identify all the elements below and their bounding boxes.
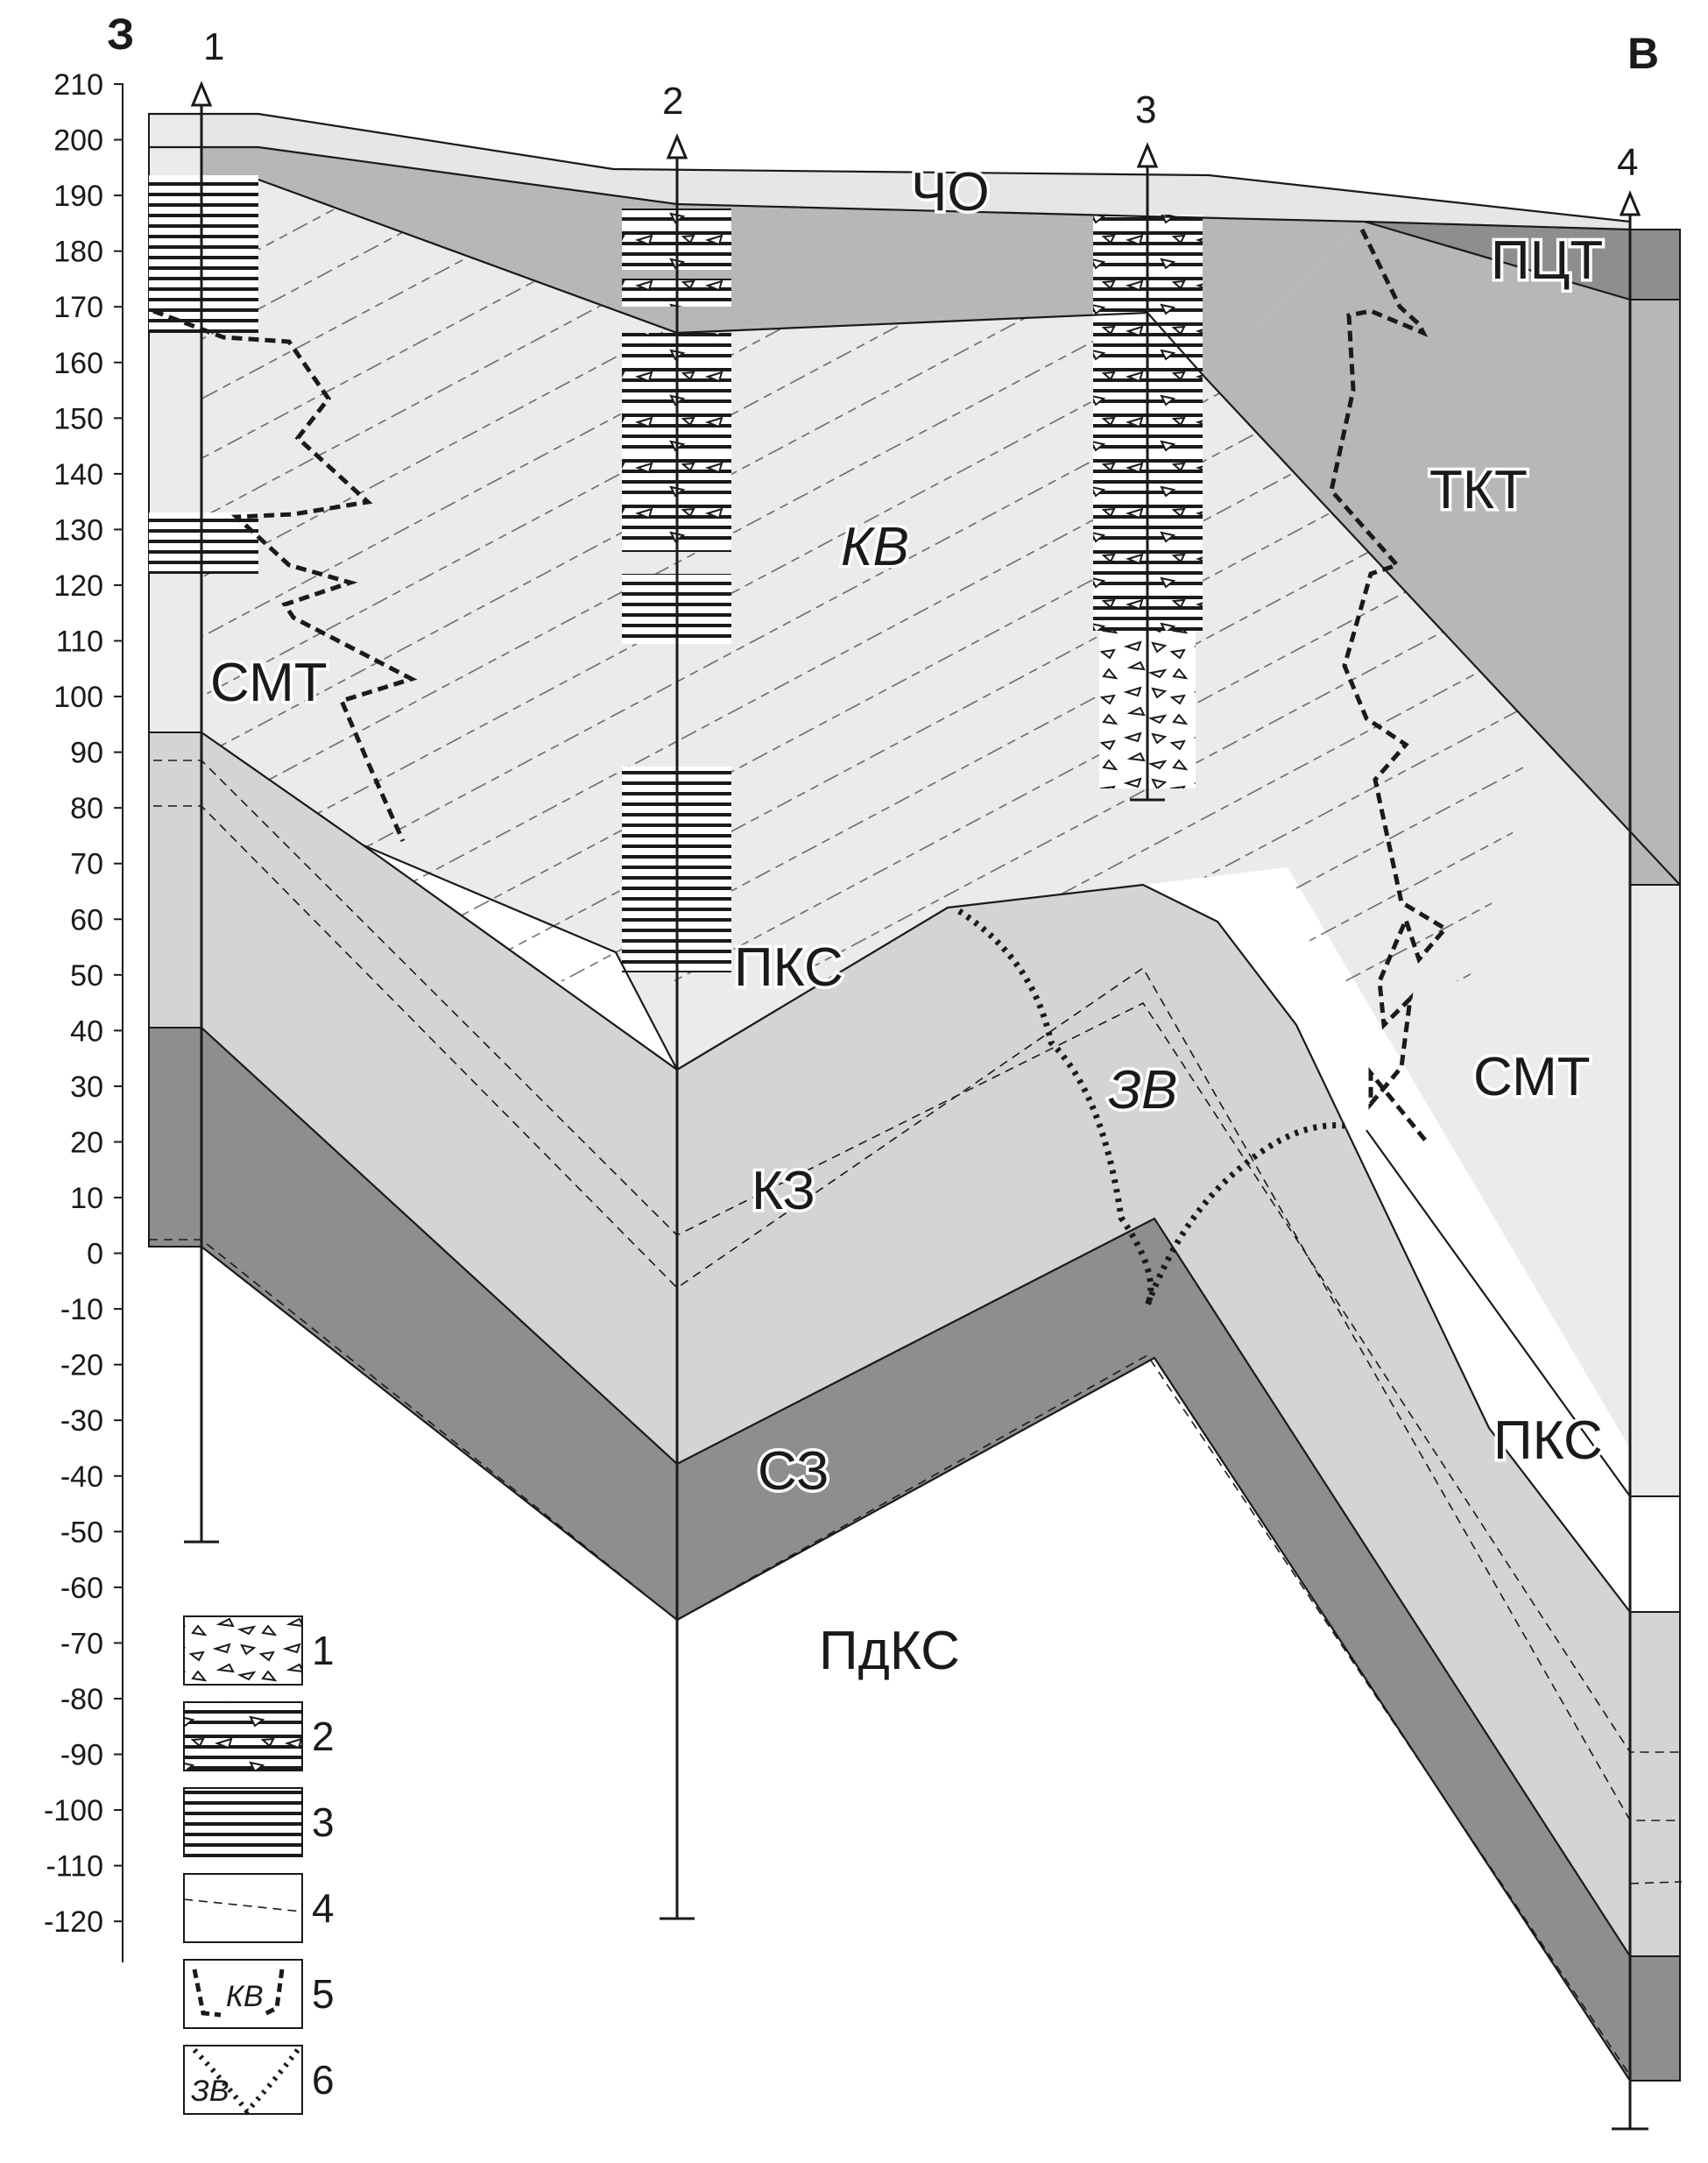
tkt-unit-area <box>1204 222 1680 885</box>
axis-tick-label: -120 <box>44 1905 103 1939</box>
well-4-top-icon <box>1619 190 1641 216</box>
axis-tick-label: -50 <box>60 1516 103 1549</box>
axis-tick-label: 50 <box>70 959 103 993</box>
unit-label-pks-east: ПКС <box>1493 1410 1603 1471</box>
axis-tick-label: 30 <box>70 1071 103 1104</box>
axis-tick-label: 10 <box>70 1182 103 1215</box>
axis-tick-label: 160 <box>53 347 103 380</box>
axis-tick-label: 60 <box>70 903 103 937</box>
axis-tick-label: 0 <box>87 1238 103 1271</box>
column-well-1 <box>148 113 258 1248</box>
axis-tick-label: -30 <box>60 1404 103 1438</box>
axis-tick-label: 110 <box>56 626 103 659</box>
geology-layers <box>149 114 1680 2163</box>
wells <box>184 81 1648 2131</box>
axis-tick-label: 170 <box>53 291 103 324</box>
legend-swatch-4 <box>183 1873 303 1943</box>
legend-inset-kv: КВ <box>226 1980 264 2013</box>
kv-zone-boundaries <box>152 228 1449 1145</box>
west-direction-label: З <box>107 10 134 59</box>
axis-tick-label: -70 <box>60 1627 103 1660</box>
legend-number-1: 1 <box>312 1628 335 1673</box>
axis-tick-label: 100 <box>53 681 103 714</box>
unit-label-zv: ЗВ <box>1108 1060 1177 1120</box>
column-well-4 <box>1629 229 1681 2082</box>
axis-tick-label: 20 <box>70 1126 103 1159</box>
legend-number-6: 6 <box>312 2057 335 2103</box>
legend-swatch-3 <box>183 1787 303 1857</box>
axis-tick-label: -40 <box>60 1460 103 1494</box>
zv-zone-boundary <box>957 908 1345 1307</box>
legend-inset-zv: ЗВ <box>191 2075 229 2108</box>
sz-base-line <box>201 1246 1631 2082</box>
axis-tick-label: -110 <box>46 1850 103 1884</box>
legend-number-5: 5 <box>312 1971 335 2017</box>
axis-tick-label: 40 <box>70 1014 103 1048</box>
legend: 1 2 3 4 КВ 5 ЗВ 6 <box>183 1615 335 2116</box>
well-2-top-icon <box>666 133 688 159</box>
pks-white-area-east <box>1366 1130 1630 1612</box>
unit-label-tkt: ТКТ <box>1429 460 1528 520</box>
sz-top-line <box>201 1027 1631 1957</box>
unit-label-pct: ПЦТ <box>1491 230 1603 291</box>
pks-top-line <box>363 844 678 1071</box>
legend-swatch-1 <box>183 1615 303 1686</box>
axis-tick-label: 90 <box>70 737 103 770</box>
well-1-top-icon <box>190 81 213 107</box>
axis-tick-label: -10 <box>60 1293 103 1326</box>
cover-lower-line <box>258 178 1205 378</box>
axis-tick-label: 210 <box>53 68 103 102</box>
pct-base-line <box>1364 220 1631 301</box>
pks-east-line <box>1366 1129 1631 1497</box>
unit-label-kz: КЗ <box>752 1161 815 1221</box>
axis-tick-label: 80 <box>70 792 103 825</box>
axis-tick-label: -90 <box>60 1739 103 1772</box>
axis-tick-label: -80 <box>60 1683 103 1716</box>
unit-label-pks-center: ПКС <box>734 937 843 998</box>
unit-label-sz: СЗ <box>758 1441 829 1502</box>
unit-label-pdks: ПдКС <box>819 1621 960 1681</box>
kz-top-line <box>201 732 1631 1613</box>
axis-tick-label: 120 <box>53 569 103 603</box>
axis-tick-label: -20 <box>60 1349 103 1382</box>
legend-number-4: 4 <box>312 1885 335 1931</box>
unit-label-cho: ЧО <box>911 162 990 223</box>
ground-surface-line <box>149 112 1631 223</box>
cover-base-line <box>149 145 1631 231</box>
axis-tick-label: 180 <box>53 236 103 269</box>
cover-light-area <box>149 114 1630 230</box>
well-3-top-icon <box>1136 142 1159 168</box>
pdks-unit-area <box>149 1240 1630 2163</box>
legend-swatch-2 <box>183 1701 303 1771</box>
legend-number-2: 2 <box>312 1714 335 1759</box>
cover-medium-area <box>149 147 1630 377</box>
sz-unit-area <box>149 1028 1630 2081</box>
unit-label-smt-west: СМТ <box>210 653 328 713</box>
elevation-axis: 2102001901801701601501401301201101009080… <box>44 68 124 1962</box>
axis-tick-label: 200 <box>53 124 103 158</box>
axis-tick-label: -60 <box>60 1572 103 1605</box>
legend-number-3: 3 <box>312 1799 335 1845</box>
well-4-number: 4 <box>1617 141 1638 184</box>
axis-tick-label: 70 <box>70 848 103 881</box>
well-2-number: 2 <box>662 80 683 123</box>
axis-tick-label: 130 <box>53 513 103 547</box>
unit-label-kv: КВ <box>841 517 909 577</box>
contacts <box>149 112 1681 2082</box>
axis-tick-label: 190 <box>53 180 103 213</box>
axis-tick-label: 140 <box>53 458 103 491</box>
unit-label-smt-east: СМТ <box>1473 1047 1591 1107</box>
kz-unit-area <box>149 732 1680 1956</box>
axis-tick-label: 150 <box>53 402 103 435</box>
axis-tick-label: -100 <box>44 1794 103 1827</box>
well-1-number: 1 <box>203 25 224 68</box>
tkt-base-line <box>1203 376 1681 886</box>
well-3-number: 3 <box>1135 88 1156 131</box>
east-direction-label: В <box>1627 29 1659 78</box>
